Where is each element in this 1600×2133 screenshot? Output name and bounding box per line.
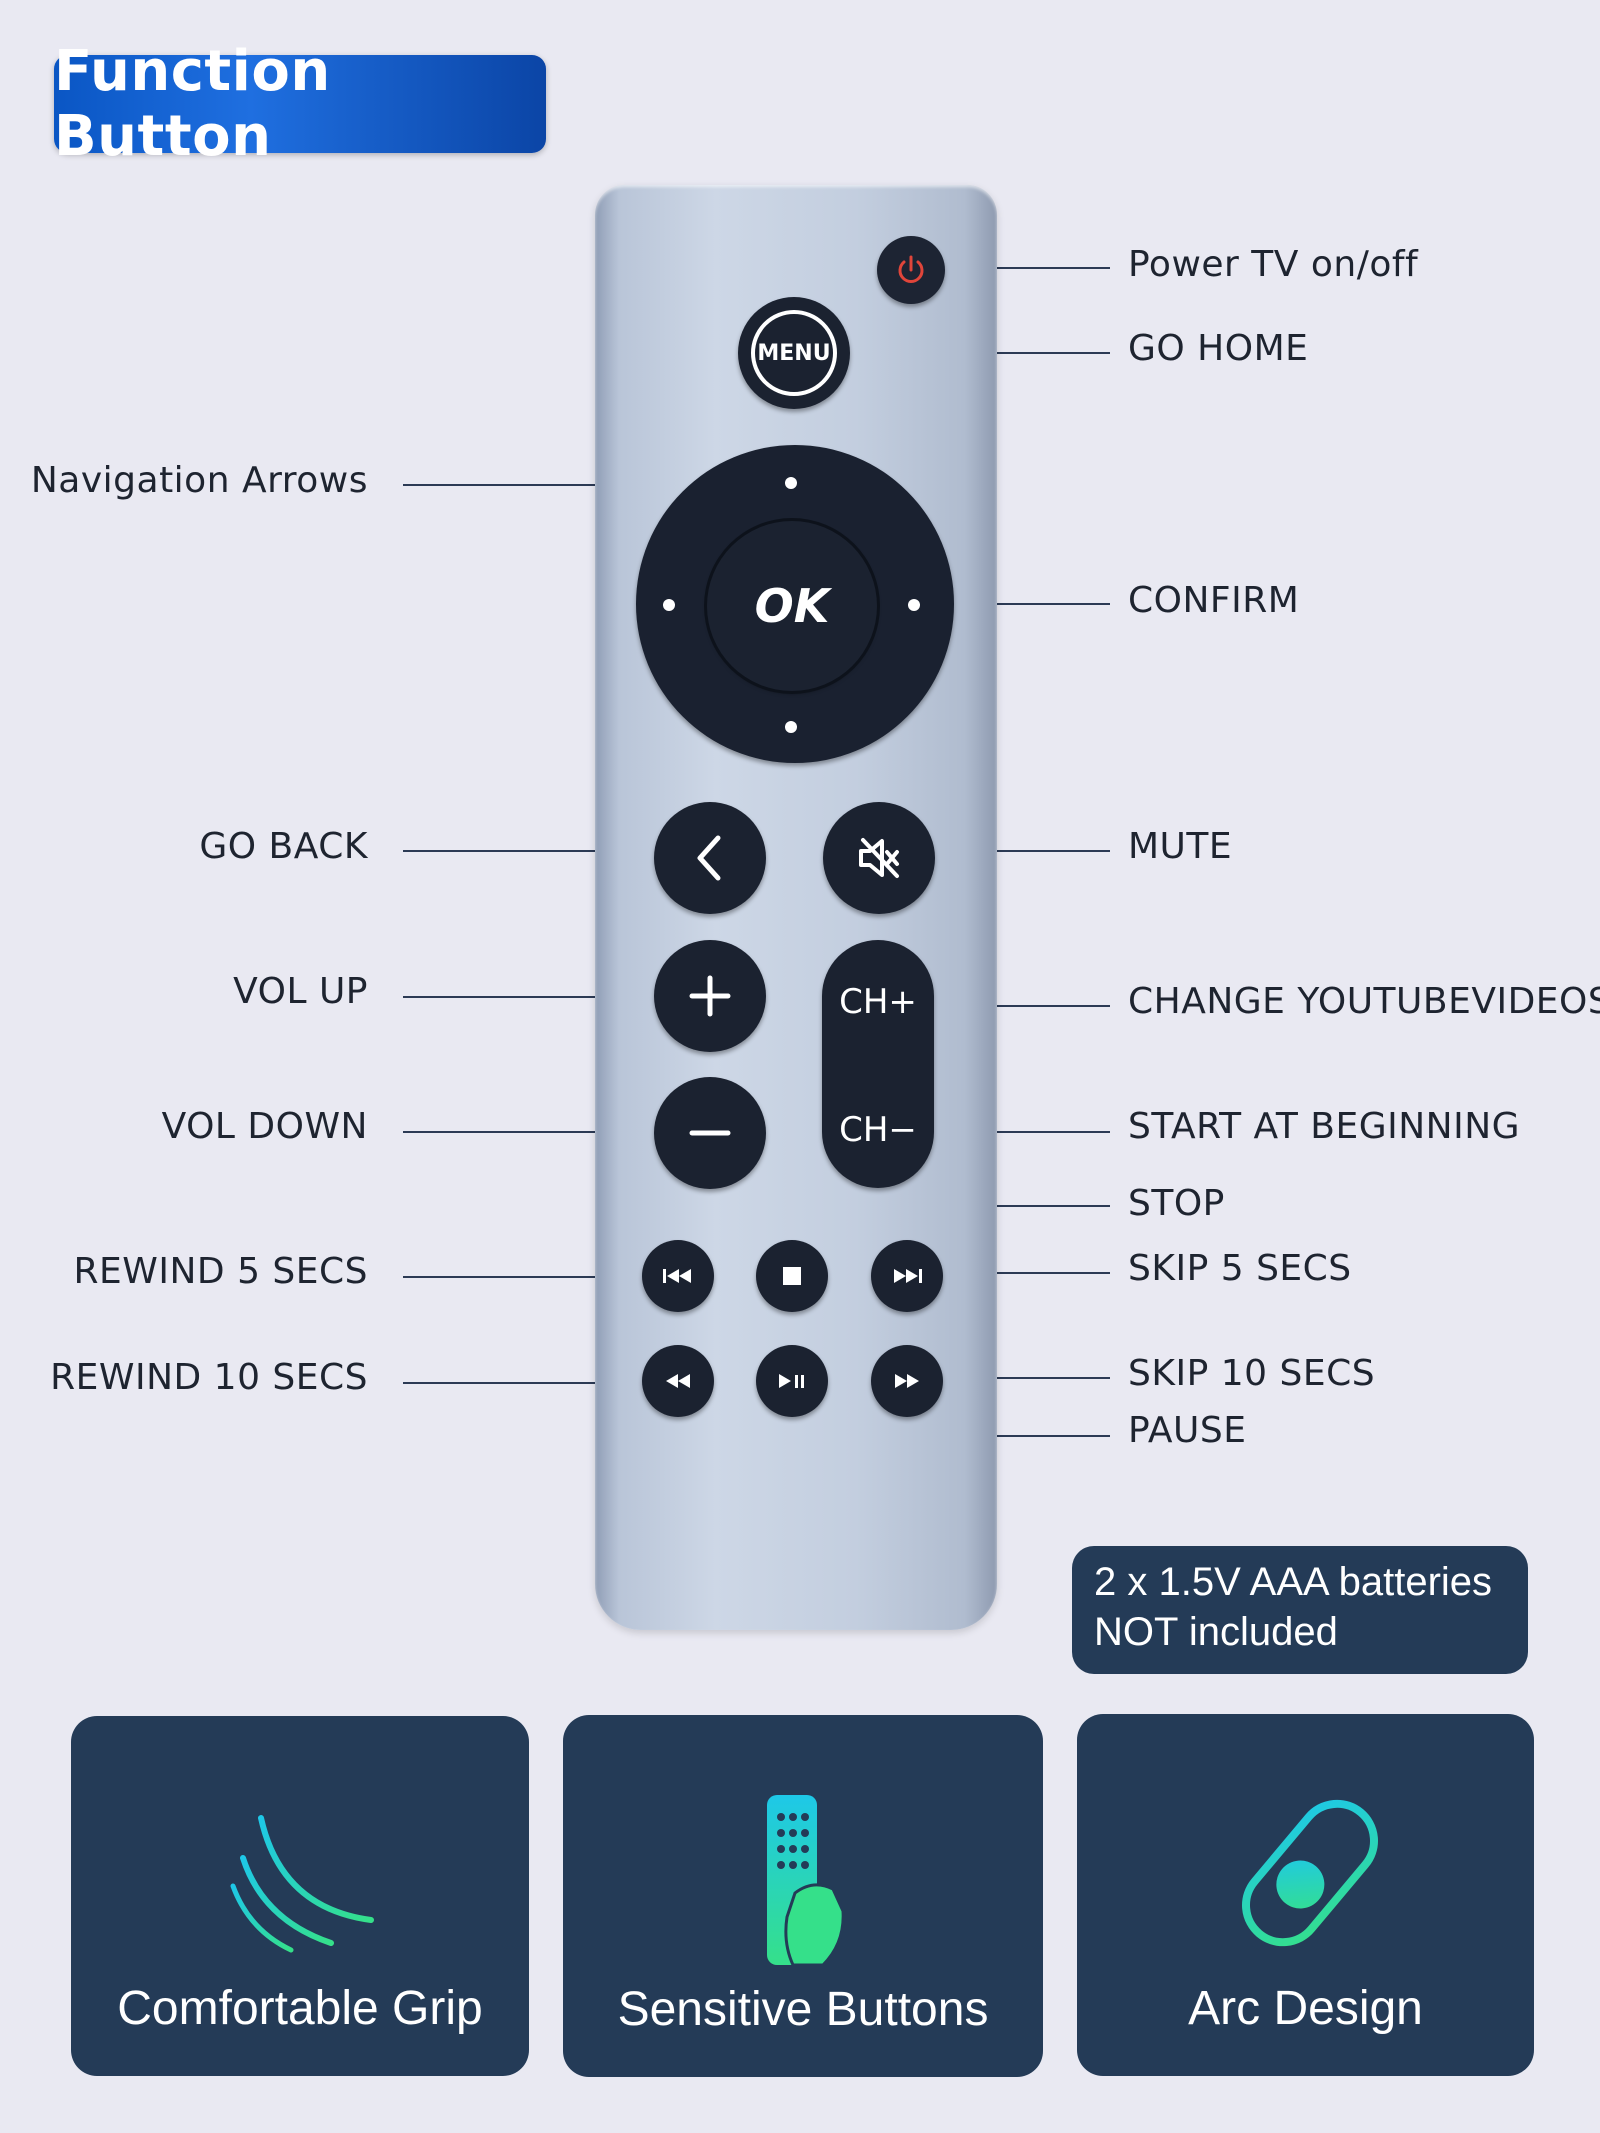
back-button[interactable] [654,802,766,914]
rewind-5-button[interactable] [642,1240,714,1312]
nav-left-dot[interactable] [663,599,675,611]
fast-forward-icon [895,1374,919,1388]
ok-button[interactable]: OK [707,521,877,691]
mute-button[interactable] [823,802,935,914]
feature-label-arc: Arc Design [1188,1982,1423,2035]
power-button[interactable] [877,236,945,304]
label-start-beginning: START AT BEGINNING [1128,1106,1521,1147]
minus-icon [689,1130,731,1136]
label-vol-up: VOL UP [233,971,368,1012]
power-icon [898,255,924,283]
channel-rocker[interactable]: CH+ CH− [822,940,934,1188]
mute-icon [859,838,899,878]
skip-10-button[interactable] [871,1345,943,1417]
label-confirm: CONFIRM [1128,580,1300,621]
label-mute: MUTE [1128,826,1233,867]
feature-card-buttons: Sensitive Buttons [563,1715,1043,2077]
rewind-icon [666,1374,690,1388]
label-back: GO BACK [199,826,368,867]
skip-back-icon [663,1269,691,1283]
label-pause: PAUSE [1128,1410,1247,1451]
battery-note: 2 x 1.5V AAA batteries NOT included [1072,1546,1528,1674]
skip-forward-icon [894,1269,922,1283]
title-badge: Function Button [54,39,546,169]
stop-icon [783,1267,801,1285]
volume-up-button[interactable] [654,940,766,1052]
nav-up-dot[interactable] [785,477,797,489]
nav-down-dot[interactable] [785,721,797,733]
nav-right-dot[interactable] [908,599,920,611]
channel-up-label[interactable]: CH+ [839,982,917,1022]
label-skip5: SKIP 5 SECS [1128,1248,1352,1289]
play-pause-button[interactable] [756,1345,828,1417]
menu-button[interactable]: MENU [738,297,850,409]
chevron-left-icon [697,835,721,881]
label-navigation: Navigation Arrows [30,460,368,501]
play-pause-icon [779,1374,804,1388]
label-change-videos: CHANGE YOUTUBEVIDEOS [1128,981,1600,1022]
rewind-10-button[interactable] [642,1345,714,1417]
label-stop: STOP [1128,1183,1225,1224]
feature-card-arc: Arc Design [1077,1714,1534,2076]
hand-remote-icon [767,1795,845,1967]
label-home: GO HOME [1128,328,1309,369]
feature-label-buttons: Sensitive Buttons [617,1983,989,2036]
feature-label-grip: Comfortable Grip [117,1982,483,2035]
ok-label: OK [754,579,830,633]
label-power: Power TV on/off [1128,244,1419,285]
page-title: Function Button [54,39,331,169]
label-rewind10: REWIND 10 SECS [50,1357,368,1398]
channel-down-label[interactable]: CH− [839,1110,917,1150]
battery-line-1: 2 x 1.5V AAA batteries [1094,1560,1493,1604]
volume-down-button[interactable] [654,1077,766,1189]
label-vol-down: VOL DOWN [161,1106,368,1147]
arc-remote-icon [1242,1799,1378,1947]
menu-label: MENU [757,340,831,366]
battery-line-2: NOT included [1094,1610,1338,1654]
feature-card-grip: Comfortable Grip [71,1716,529,2076]
grip-arc-icon [230,1815,374,1953]
label-rewind5: REWIND 5 SECS [73,1251,368,1292]
stop-button[interactable] [756,1240,828,1312]
skip-5-button[interactable] [871,1240,943,1312]
plus-icon [689,975,731,1017]
label-skip10: SKIP 10 SECS [1128,1353,1376,1394]
